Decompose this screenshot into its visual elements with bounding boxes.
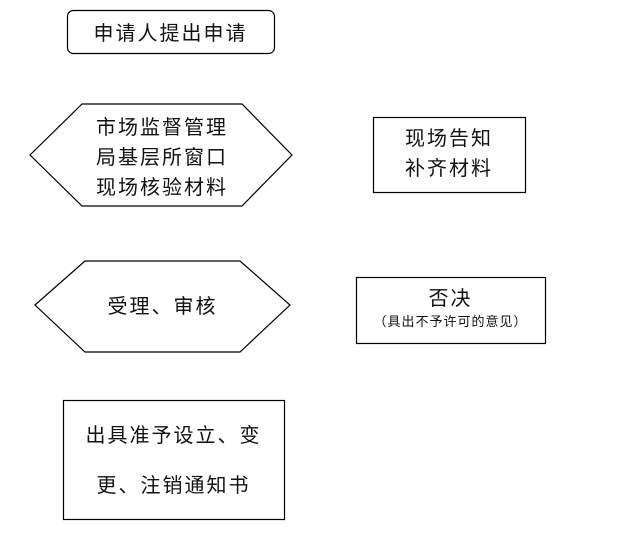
supplement-line-2: 补齐材料 <box>405 156 493 180</box>
notice-line-2: 更、注销通知书 <box>96 473 251 497</box>
reject-box <box>355 276 547 345</box>
apply-label: 申请人提出申请 <box>93 21 248 45</box>
review-label: 受理、审核 <box>107 294 218 318</box>
verify-line-3: 现场核验材料 <box>96 175 228 199</box>
reject-note: （具出不予许可的意见） <box>373 315 528 330</box>
supplement-box <box>372 116 527 194</box>
verify-hexagon <box>29 103 293 207</box>
verify-line-1: 市场监督管理 <box>96 115 228 139</box>
reject-label: 否决 <box>428 286 473 310</box>
review-hexagon <box>34 260 291 353</box>
notice-box <box>62 399 286 521</box>
notice-line-1: 出具准予设立、变 <box>85 423 262 447</box>
supplement-line-1: 现场告知 <box>405 126 493 150</box>
verify-line-2: 局基层所窗口 <box>96 145 228 169</box>
apply-box <box>66 9 276 55</box>
